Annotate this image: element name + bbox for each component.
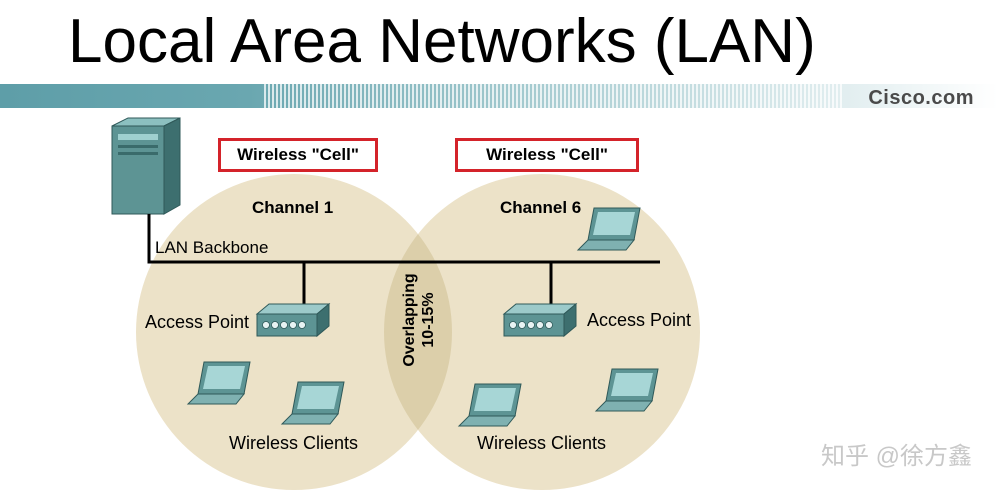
page-title: Local Area Networks (LAN) [68,7,816,76]
laptop-icon [186,361,251,405]
channel-label-right: Channel 6 [500,198,582,217]
access-point-label-left: Access Point [145,312,250,332]
clients-label-right: Wireless Clients [477,433,607,453]
brand-logo: Cisco.com [868,87,974,109]
overlap-label: Overlapping 10-15% [400,273,438,366]
watermark: 知乎 @徐方鑫 [820,443,972,470]
lan-backbone-line [147,214,660,264]
cell-label-right: Wireless "Cell" [455,138,639,172]
access-point-label-right: Access Point [587,310,692,330]
channel-label-left: Channel 1 [252,198,334,217]
access-point-icon [255,302,331,338]
access-point-icon [502,302,578,338]
laptop-icon [280,381,345,425]
cell-label-left: Wireless "Cell" [218,138,378,172]
backbone-label: LAN Backbone [155,238,269,257]
laptop-icon [576,207,641,251]
overlap-label-line2: 10-15% [420,292,437,348]
header-band [0,84,998,108]
laptop-icon [457,383,522,427]
clients-label-left: Wireless Clients [229,433,359,453]
server-icon [111,117,181,215]
overlap-label-line1: Overlapping [401,273,418,367]
laptop-icon [594,368,659,412]
